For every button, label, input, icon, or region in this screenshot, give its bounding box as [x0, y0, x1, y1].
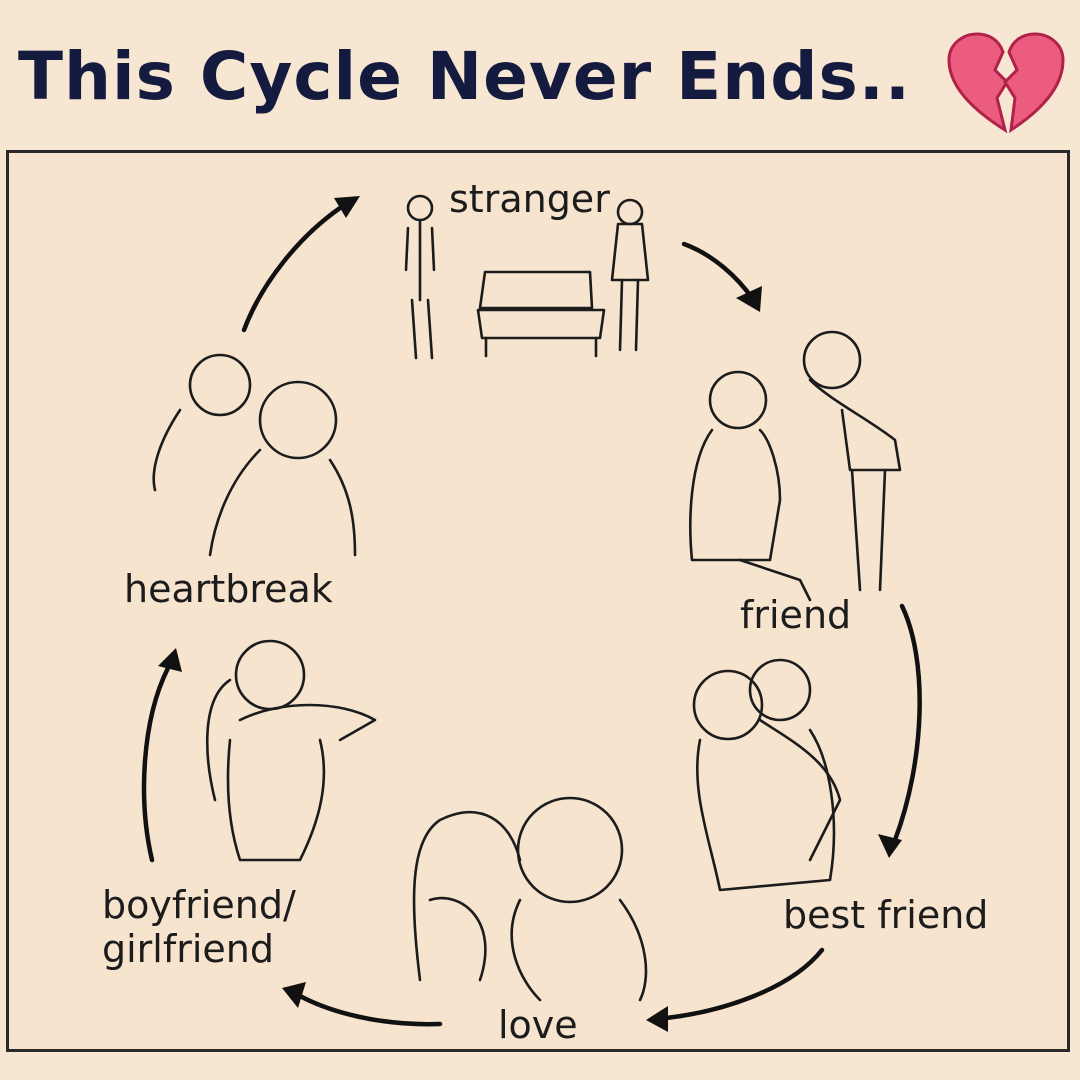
cycle-arrows: [141, 196, 922, 1032]
label-boyfriend-girlfriend: boyfriend/ girlfriend: [102, 883, 296, 971]
label-love: love: [498, 1003, 578, 1047]
friend-illustration: [689, 330, 902, 602]
love-illustration: [412, 796, 648, 1002]
label-stranger: stranger: [449, 177, 610, 221]
arrow-heartbreak-to-stranger: [241, 205, 343, 333]
arrow-head-heartbreak: [158, 648, 182, 672]
label-girlfriend: girlfriend: [102, 926, 275, 971]
arrow-head-love: [646, 1006, 668, 1032]
label-best-friend: best friend: [783, 893, 989, 937]
arrow-head-best-friend: [878, 834, 902, 858]
arrow-head-friend: [736, 286, 762, 312]
label-friend: friend: [740, 593, 852, 637]
arrow-stranger-to-friend: [681, 241, 755, 301]
label-boyfriend: boyfriend/: [102, 883, 296, 927]
best-friend-illustration: [692, 658, 842, 892]
broken-heart-icon: [947, 32, 1065, 134]
boyfriend-girlfriend-illustration: [205, 639, 377, 862]
arrow-boyfriend-to-heartbreak: [141, 665, 171, 863]
arrow-best-friend-to-love: [663, 947, 825, 1021]
page-title: This Cycle Never Ends..: [18, 38, 911, 115]
arrow-head-stranger: [334, 196, 360, 218]
label-heartbreak: heartbreak: [124, 567, 333, 611]
cycle-frame: [6, 150, 1070, 1052]
arrow-friend-to-best-friend: [892, 603, 922, 843]
arrow-head-boyfriend: [282, 982, 306, 1008]
stranger-illustration: [404, 194, 650, 360]
heartbreak-illustration: [152, 353, 357, 557]
arrow-love-to-boyfriend: [297, 993, 443, 1027]
